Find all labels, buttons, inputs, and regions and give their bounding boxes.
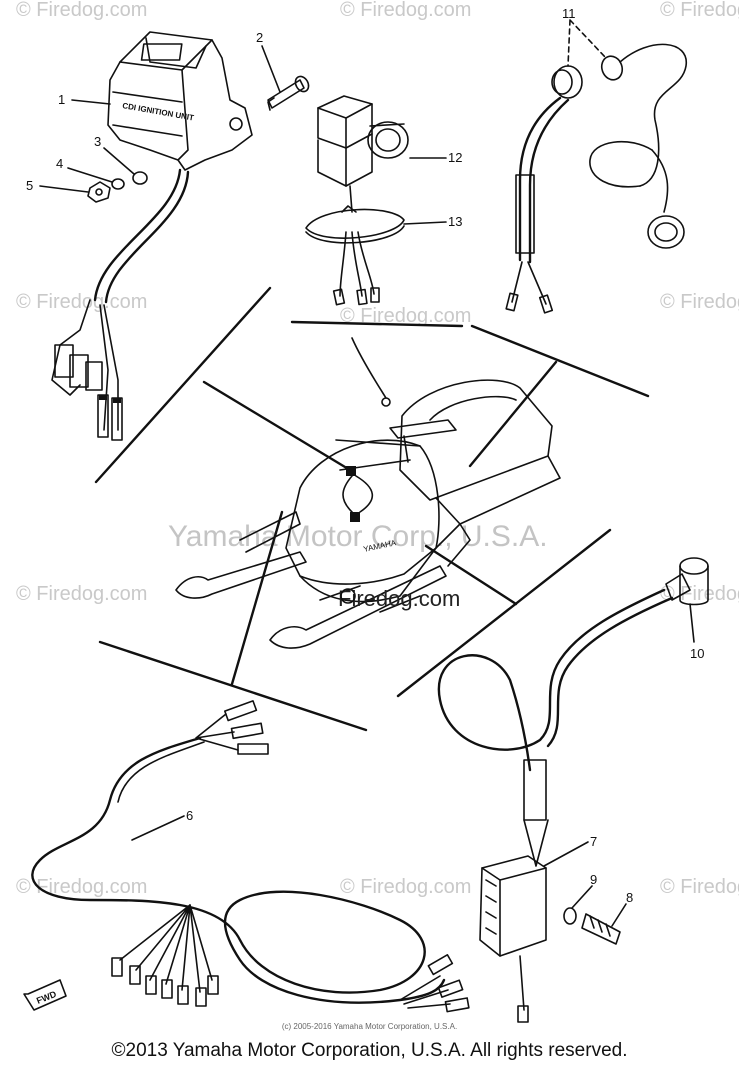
callout-3: 3	[94, 134, 101, 149]
callout-11: 11	[562, 6, 576, 21]
callout-2: 2	[256, 30, 263, 45]
cdi-unit: CDI IGNITION UNIT	[51, 31, 253, 441]
callout-9: 9	[590, 872, 597, 887]
divider-lines	[94, 286, 650, 732]
watermarks: © Firedog.com © Firedog.com © Firedog.co…	[16, 0, 739, 898]
callout-5: 5	[26, 178, 33, 193]
callout-13: 13	[448, 214, 462, 229]
copyright-notice: ©2013 Yamaha Motor Corporation, U.S.A. A…	[111, 1040, 628, 1061]
callout-12: 12	[448, 150, 462, 165]
callout-8: 8	[626, 890, 633, 905]
watermark-left-mid: © Firedog.com	[16, 583, 147, 605]
watermark-top-center: © Firedog.com	[340, 0, 471, 21]
mounting-hardware	[87, 75, 310, 203]
callout-1: 1	[58, 92, 65, 107]
callout-10: 10	[690, 646, 704, 661]
callouts: 1 2 3 4 5 6 7 8 9 10 11 12 13	[26, 6, 704, 927]
snowmobile-illustration: YAMAHA Firedog.com	[175, 337, 561, 649]
watermark-center-lower: © Firedog.com	[340, 876, 471, 898]
wire-harness: FWD	[23, 700, 470, 1013]
fwd-label: FWD	[35, 989, 58, 1006]
watermark-center-upper: © Firedog.com	[340, 305, 471, 327]
watermark-center-company: Yamaha Motor Corp., U.S.A.	[168, 520, 548, 553]
ignition-coil-assembly	[437, 557, 709, 1023]
watermark-right-upper: © Firedog.com	[660, 291, 739, 313]
callout-7: 7	[590, 834, 597, 849]
watermark-top-right: © Firedog.com	[660, 0, 739, 21]
callout-6: 6	[186, 808, 193, 823]
watermark-top-left: © Firedog.com	[16, 0, 147, 21]
watermark-left-lower: © Firedog.com	[16, 876, 147, 898]
watermark-right-mid: © Firedog.com	[660, 583, 739, 605]
watermark-right-lower: © Firedog.com	[660, 876, 739, 898]
fine-print: (c) 2005-2016 Yamaha Motor Corporation, …	[281, 1022, 458, 1031]
center-logo: Firedog.com	[338, 586, 460, 611]
watermark-left-upper: © Firedog.com	[16, 291, 147, 313]
relay-assembly	[305, 95, 409, 306]
cdi-unit-label: CDI IGNITION UNIT	[122, 101, 195, 122]
callout-4: 4	[56, 156, 63, 171]
kill-switch-assembly	[505, 43, 687, 314]
